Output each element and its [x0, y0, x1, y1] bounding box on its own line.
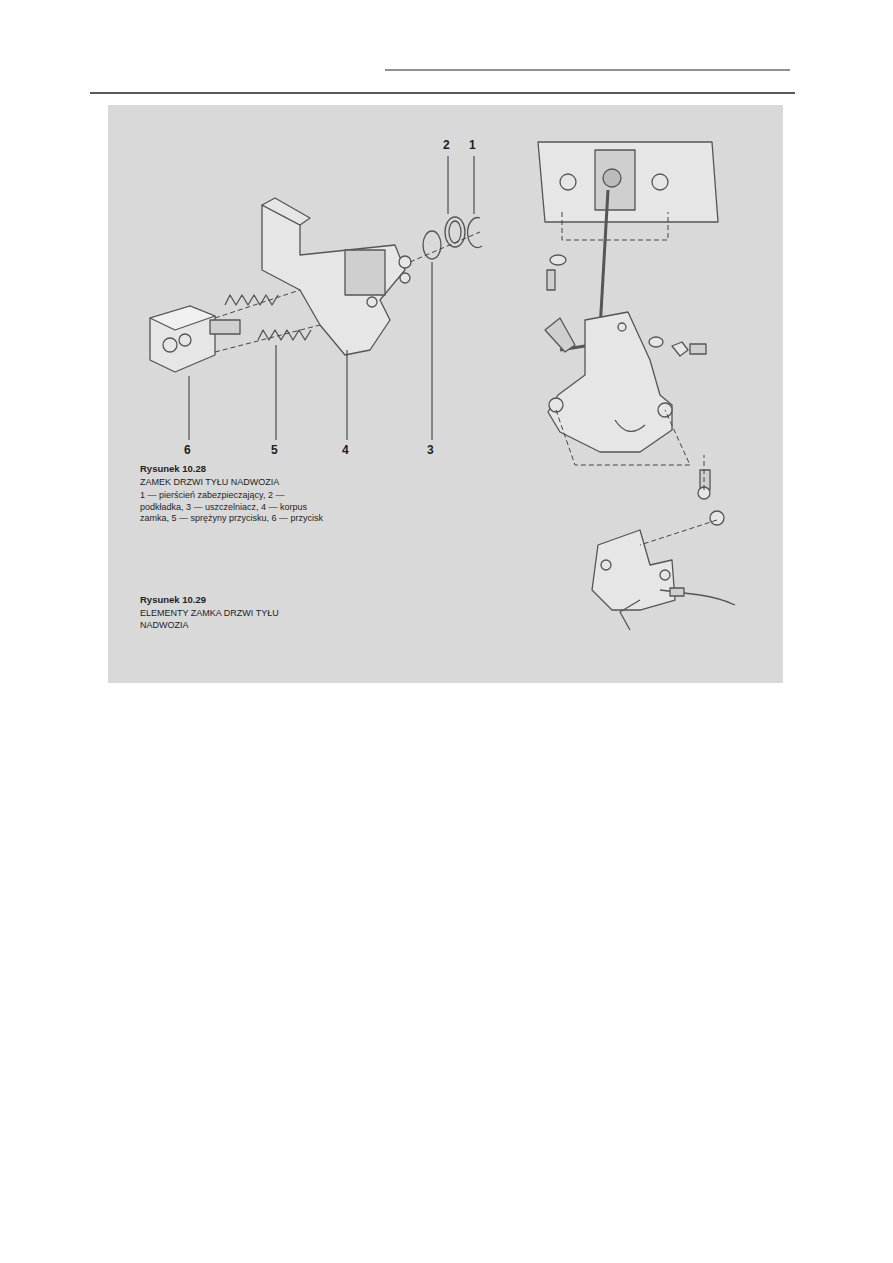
callout-number: 6 — [184, 443, 191, 459]
callout-number: 4 — [342, 443, 349, 459]
assembly-lines — [556, 212, 717, 545]
figure-number: Rysunek 10.28 — [140, 463, 330, 475]
callout-number: 1 — [469, 138, 476, 154]
callout-number: 5 — [271, 443, 278, 459]
figure-title: ELEMENTY ZAMKA DRZWI TYŁU NADWOZIA — [140, 608, 315, 631]
callout-number: 2 — [443, 138, 450, 154]
header-rule — [90, 92, 795, 94]
leader-lines — [189, 156, 474, 440]
figure-title: ZAMEK DRZWI TYŁU NADWOZIA — [140, 477, 330, 489]
assembly-lines — [215, 232, 480, 352]
header-rule — [385, 70, 790, 71]
part-legend: 1 — pierścień zabezpieczający, 2 — podkł… — [140, 490, 330, 525]
latch-drawing — [538, 142, 735, 630]
figure-ground — [108, 105, 783, 683]
callout-number: 3 — [427, 443, 434, 459]
figure-number: Rysunek 10.29 — [140, 594, 330, 606]
